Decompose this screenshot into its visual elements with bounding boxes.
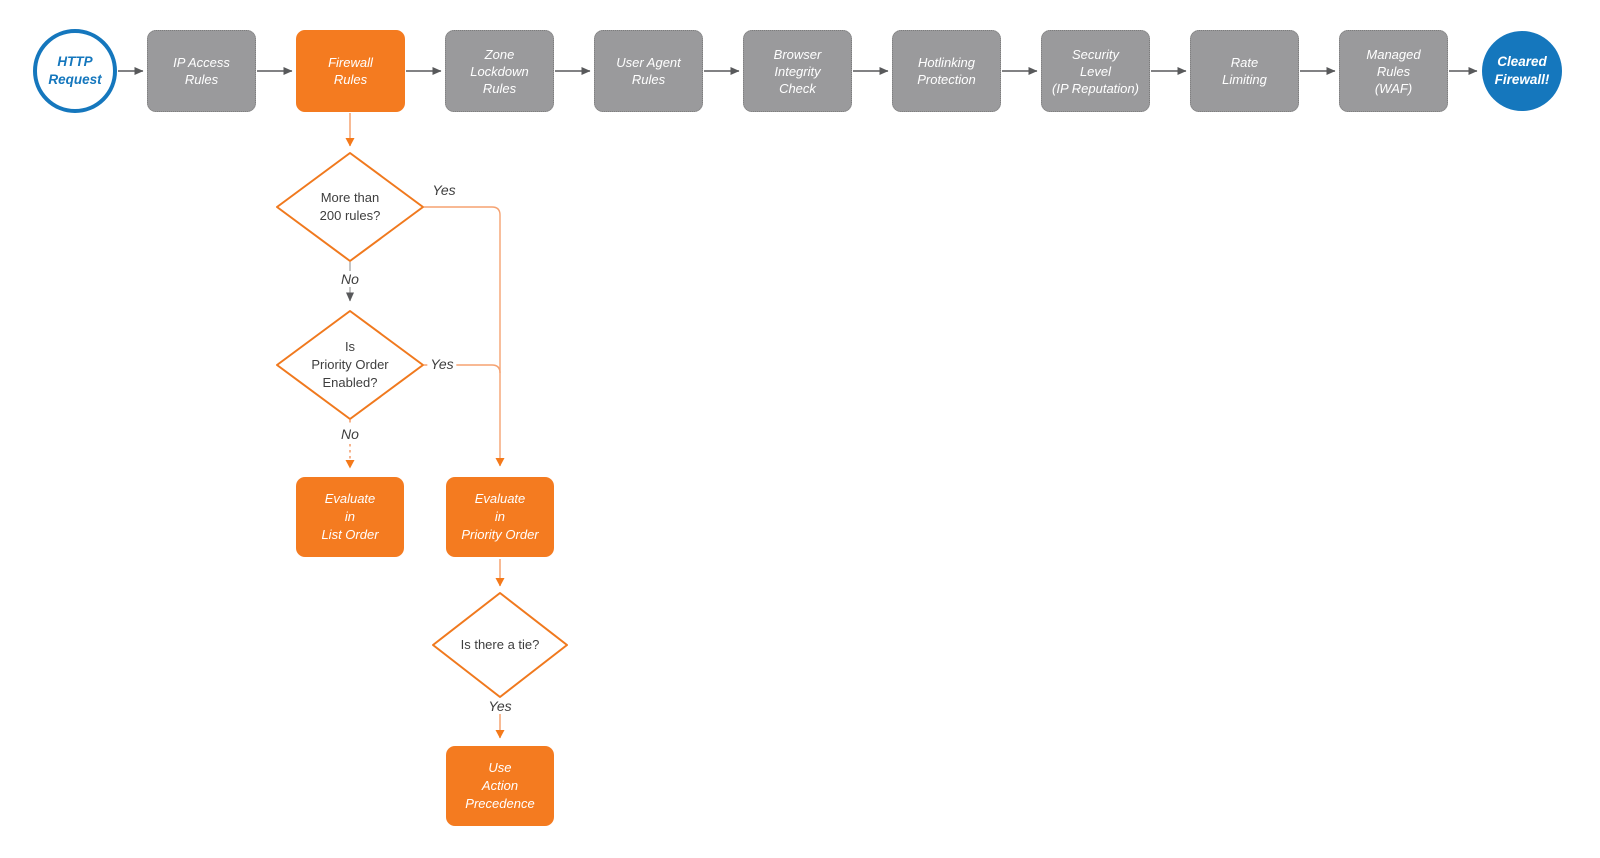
decision-label-tie: Is there a tie? [460, 637, 540, 652]
edge-label-no-1: No [338, 271, 362, 287]
node-browser-integrity-check: Browser Integrity Check [743, 30, 852, 112]
edge-label-yes-3: Yes [485, 698, 515, 714]
node-hotlinking-protection: Hotlinking Protection [892, 30, 1001, 112]
node-http-request: HTTP Request [33, 29, 117, 113]
node-managed-rules-waf: Managed Rules (WAF) [1339, 30, 1448, 112]
node-ip-access-rules: IP Access Rules [147, 30, 256, 112]
node-evaluate-list-order: Evaluate in List Order [296, 477, 404, 557]
edge-label-no-2: No [338, 426, 362, 442]
node-zone-lockdown-rules: Zone Lockdown Rules [445, 30, 554, 112]
edge-decision2-yes-join [424, 364, 501, 374]
edge-label-yes-2: Yes [427, 356, 457, 372]
node-use-action-precedence: Use Action Precedence [446, 746, 554, 826]
decision-diamond-tie [432, 592, 568, 698]
node-evaluate-priority-order: Evaluate in Priority Order [446, 477, 554, 557]
node-firewall-rules: Firewall Rules [296, 30, 405, 112]
node-cleared-firewall: Cleared Firewall! [1482, 31, 1562, 111]
decision-diamond-priority-enabled [276, 310, 424, 420]
decision-diamond-200-rules [276, 152, 424, 262]
node-user-agent-rules: User Agent Rules [594, 30, 703, 112]
edge-label-yes-1: Yes [432, 182, 456, 198]
node-security-level: Security Level (IP Reputation) [1041, 30, 1150, 112]
edge-decision1-yes-to-priority [424, 206, 505, 467]
decision-label-priority-enabled: Is Priority Order Enabled? [311, 339, 389, 390]
node-rate-limiting: Rate Limiting [1190, 30, 1299, 112]
decision-label-200-rules: More than 200 rules? [319, 190, 381, 223]
